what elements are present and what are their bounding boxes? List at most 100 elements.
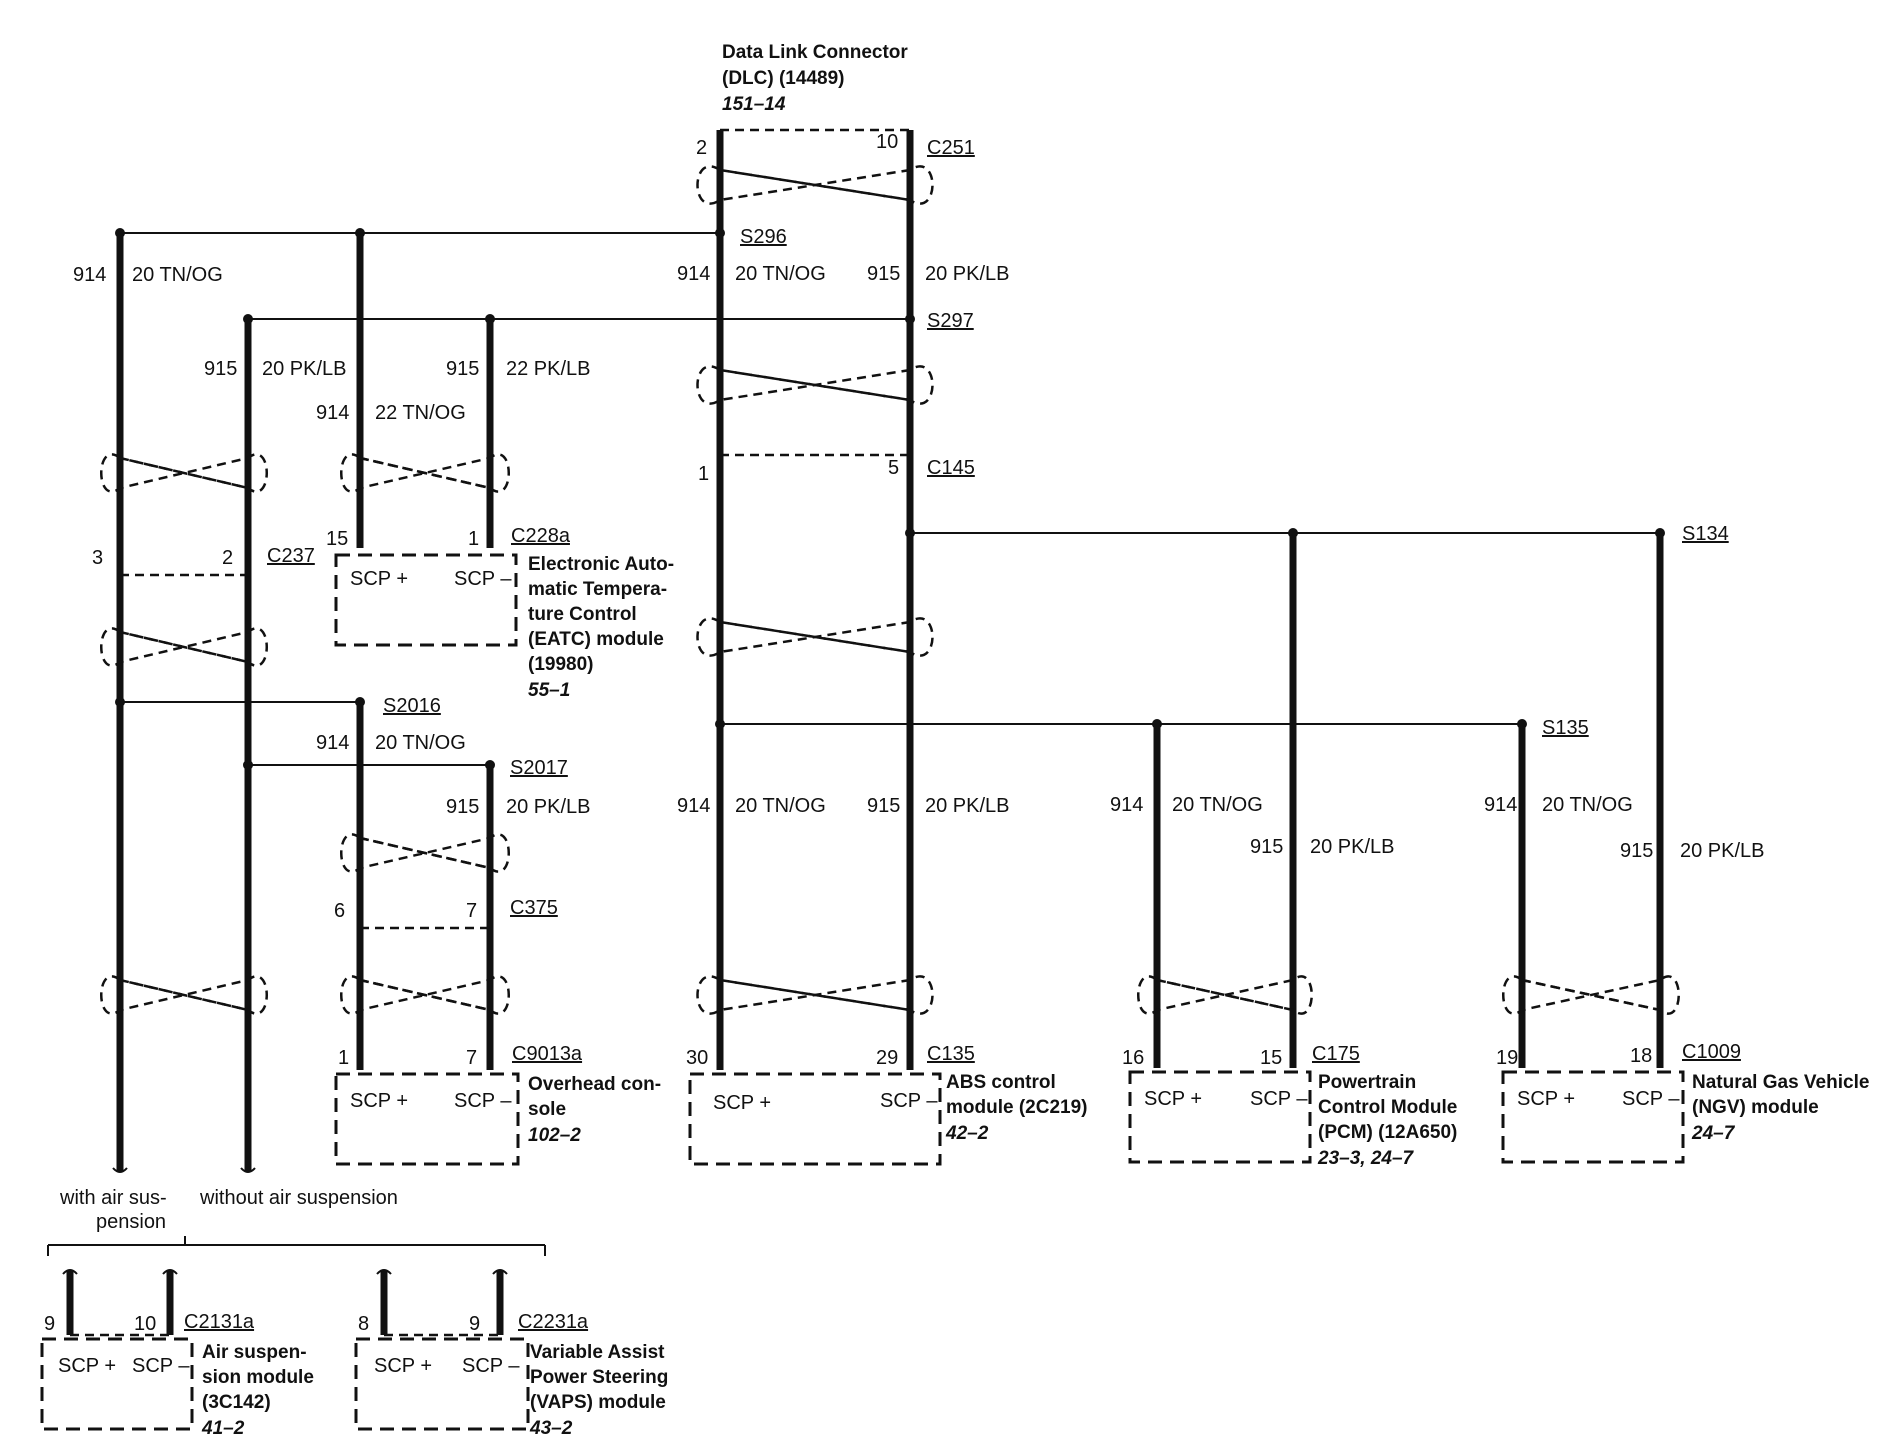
wire-spec: 20 PK/LB <box>925 263 1010 285</box>
splice-dot <box>905 528 915 538</box>
circuit-number: 915 <box>1620 840 1653 862</box>
scp-minus: SCP – <box>454 568 512 590</box>
wire-spec: 22 PK/LB <box>506 358 591 380</box>
twisted-pair-symbol <box>696 975 934 1015</box>
module-label-line: Powertrain <box>1318 1072 1416 1093</box>
module-ref: 43–2 <box>529 1418 573 1439</box>
connector-c375: C375 <box>510 897 558 919</box>
module-label-line: (PCM) (12A650) <box>1318 1122 1457 1143</box>
module-label-line: Electronic Auto- <box>528 554 674 575</box>
splice-dot-s297 <box>905 314 915 324</box>
connector-c135: C135 <box>927 1043 975 1065</box>
scp-plus: SCP + <box>58 1355 116 1377</box>
scp-plus: SCP + <box>1517 1088 1575 1110</box>
dlc-ref: 151–14 <box>722 94 786 115</box>
module-ref: 42–2 <box>945 1123 989 1144</box>
splice-dot <box>243 314 253 324</box>
circuit-number: 914 <box>316 402 349 424</box>
module-ngv-label: Natural Gas Vehicle (NGV) module 24–7 <box>1691 1072 1869 1144</box>
circuit-number: 914 <box>316 732 349 754</box>
splice-dot <box>485 314 495 324</box>
module-label-line: (NGV) module <box>1692 1097 1819 1118</box>
pin-number: 5 <box>888 457 899 479</box>
module-boxes <box>40 553 1685 1431</box>
scp-minus: SCP – <box>132 1355 190 1377</box>
vaps-module-box <box>354 1337 530 1431</box>
splice-s296: S296 <box>740 226 787 248</box>
module-label-line: ture Control <box>528 604 637 625</box>
twisted-pairs <box>100 165 1680 1015</box>
twisted-pair-symbol <box>340 833 510 873</box>
module-pcm-label: Powertrain Control Module (PCM) (12A650)… <box>1317 1072 1457 1169</box>
note-without-air: without air suspension <box>199 1187 398 1209</box>
connector-c237: C237 <box>267 545 315 567</box>
scp-minus: SCP – <box>1250 1088 1308 1110</box>
connector-c175: C175 <box>1312 1043 1360 1065</box>
circuit-number: 914 <box>73 264 106 286</box>
circuit-number: 915 <box>446 796 479 818</box>
scp-plus: SCP + <box>350 568 408 590</box>
connector-c251: C251 <box>927 137 975 159</box>
splice-dot-s135 <box>1517 719 1527 729</box>
module-label-line: Variable Assist <box>530 1342 665 1363</box>
circuit-number: 915 <box>1250 836 1283 858</box>
pin-number: 15 <box>326 528 348 550</box>
scp-plus: SCP + <box>374 1355 432 1377</box>
break-mark <box>492 1269 508 1275</box>
twisted-pair-symbol <box>340 453 510 493</box>
connector-dashes <box>70 128 910 1337</box>
module-label-line: Control Module <box>1318 1097 1457 1118</box>
splice-dot <box>355 228 365 238</box>
splice-s135: S135 <box>1542 717 1589 739</box>
module-label-line: (3C142) <box>202 1392 271 1413</box>
module-label-line: matic Tempera- <box>528 579 667 600</box>
splice-dot <box>1288 528 1298 538</box>
wire-spec: 20 TN/OG <box>375 732 466 754</box>
abs-module-box <box>688 1072 942 1166</box>
pin-number: 18 <box>1630 1045 1652 1067</box>
connector-c228a: C228a <box>511 525 571 547</box>
scp-minus: SCP – <box>462 1355 520 1377</box>
module-ref: 24–7 <box>1691 1123 1736 1144</box>
splice-s134: S134 <box>1682 523 1729 545</box>
module-abs-label: ABS control module (2C219) 42–2 <box>945 1072 1087 1144</box>
module-label-line: (19980) <box>528 654 594 675</box>
eatc-module-box <box>334 553 518 647</box>
wire-spec: 20 TN/OG <box>735 795 826 817</box>
circuit-number: 914 <box>1110 794 1143 816</box>
wire-spec: 20 PK/LB <box>506 796 591 818</box>
pin-number: 15 <box>1260 1047 1282 1069</box>
pin-number: 10 <box>134 1313 156 1335</box>
module-eatc-label: Electronic Auto- matic Tempera- ture Con… <box>528 554 674 701</box>
module-label-line: ABS control <box>946 1072 1056 1093</box>
twisted-pair-symbol <box>100 975 268 1015</box>
wire-spec: 20 TN/OG <box>132 264 223 286</box>
pin-number: 7 <box>466 1047 477 1069</box>
module-ref: 23–3, 24–7 <box>1317 1148 1415 1169</box>
splice-dots <box>115 228 1665 770</box>
wire-spec: 20 TN/OG <box>735 263 826 285</box>
ngv-module-box <box>1501 1070 1685 1164</box>
pin-number: 1 <box>338 1047 349 1069</box>
splice-dot-s2016 <box>355 697 365 707</box>
wire-spec: 22 TN/OG <box>375 402 466 424</box>
pin-number: 8 <box>358 1313 369 1335</box>
air-module-box <box>40 1337 194 1431</box>
splice-labels: S296 S297 S134 S135 S2016 S2017 <box>383 226 1729 779</box>
twisted-pair-symbol <box>1137 975 1313 1015</box>
dlc-part: (DLC) (14489) <box>722 68 844 89</box>
scp-labels: SCP + SCP – SCP + SCP – SCP + SCP – SCP … <box>58 568 1680 1377</box>
twisted-pair-symbol <box>1502 975 1680 1015</box>
circuit-number: 915 <box>446 358 479 380</box>
circuit-number: 914 <box>677 263 710 285</box>
wire-labels: 914 20 TN/OG 915 20 PK/LB 915 22 PK/LB 9… <box>73 263 1765 862</box>
module-label-line: (EATC) module <box>528 629 664 650</box>
scp-minus: SCP – <box>1622 1088 1680 1110</box>
connector-c1009: C1009 <box>1682 1041 1741 1063</box>
wire-spec: 20 PK/LB <box>1310 836 1395 858</box>
note-with-air-line2: pension <box>96 1211 166 1233</box>
splice-dot <box>715 719 725 729</box>
twisted-pair-symbol <box>100 627 268 667</box>
module-label-line: Power Steering <box>530 1367 668 1388</box>
scp-plus: SCP + <box>1144 1088 1202 1110</box>
